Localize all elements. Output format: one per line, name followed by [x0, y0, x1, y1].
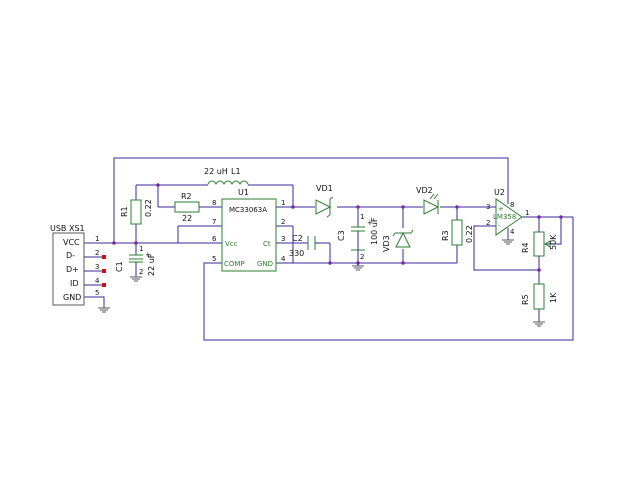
ground-icon [130, 276, 142, 282]
usb-pin-5-number: 5 [95, 289, 99, 297]
usb-pin-dplus-marker [102, 269, 106, 273]
led-vd2: VD2 [416, 186, 440, 215]
r3-value: 0.22 [465, 225, 474, 243]
u1-part: MC33063A [229, 206, 267, 214]
c1-pin2: 2 [139, 268, 143, 276]
u1-vcc-label: Vcc [225, 240, 238, 248]
u2-pin-3: 3 [486, 203, 490, 211]
r5-ref: R5 [521, 294, 530, 305]
resistor-r1: R1 0.22 [120, 199, 153, 225]
junction-dots [112, 183, 563, 272]
ground-icon [502, 239, 514, 245]
r4-value: 50K [549, 234, 558, 250]
u1-pin-1: 1 [281, 199, 285, 207]
u2-pin-8: 8 [510, 201, 514, 209]
usb-pin-id-marker [102, 283, 106, 287]
u1-gnd-label: GND [257, 260, 273, 268]
u2-part: LM358 [493, 213, 516, 221]
resistor-r5: R5 1K [521, 283, 558, 310]
c2-value: 330 [289, 249, 304, 258]
r1-value: 0.22 [144, 199, 153, 217]
r2-value: 22 [182, 214, 192, 223]
usb-pin-gnd-label: GND [63, 293, 81, 302]
u2-minus: - [498, 222, 501, 230]
vd1-ref: VD1 [316, 184, 333, 193]
usb-pin-1-number: 1 [95, 235, 99, 243]
usb-connector: USB XS1 VCC D- D+ ID GND 1 2 3 4 5 [50, 224, 106, 306]
u1-pin-6: 6 [212, 235, 217, 243]
u1-pin-5: 5 [212, 255, 216, 263]
usb-pin-dminus-marker [102, 255, 106, 259]
u1-pin-4: 4 [281, 255, 286, 263]
c1-ref: C1 [115, 261, 124, 272]
usb-pin-id-label: ID [70, 279, 79, 288]
u1-pin-2: 2 [281, 218, 285, 226]
wires [84, 157, 574, 341]
u2-plus: + [498, 205, 504, 213]
u2-ref: U2 [494, 188, 505, 197]
c1-value: 22 uF [147, 253, 156, 276]
usb-pin-dplus-label: D+ [66, 265, 79, 274]
u1-pin-8: 8 [212, 199, 216, 207]
c2-ref: C2 [292, 234, 303, 243]
u2-pin-1: 1 [525, 209, 529, 217]
u2-pin-2: 2 [486, 219, 490, 227]
u1-ref: U1 [238, 188, 249, 197]
usb-pin-dminus-label: D- [66, 251, 75, 260]
c3-pin1: 1 [360, 213, 364, 221]
r3-ref: R3 [441, 230, 450, 241]
opamp-u2: U2 LM358 + - 1 2 3 4 8 [486, 188, 529, 236]
c1-plus: + [145, 251, 151, 259]
ground-icon [352, 263, 364, 271]
usb-pin-4-number: 4 [95, 277, 100, 285]
usb-pin-vcc-label: VCC [63, 238, 80, 247]
inductor-l1: 22 uH L1 [204, 167, 249, 186]
u1-pin-7: 7 [212, 218, 216, 226]
diode-vd1: VD1 [315, 184, 334, 218]
c3-ref: C3 [337, 230, 346, 241]
l1-ref: L1 [231, 167, 241, 176]
diode-vd3: VD3 [382, 229, 414, 252]
capacitor-c2: C2 330 [289, 234, 316, 258]
ground-symbols [98, 239, 545, 327]
u2-pin-4: 4 [510, 228, 515, 236]
usb-pin-2-number: 2 [95, 249, 99, 257]
r4-ref: R4 [521, 242, 530, 253]
r2-ref: R2 [181, 192, 192, 201]
potentiometer-r4: R4 50K [521, 231, 558, 257]
r5-value: 1K [549, 292, 558, 303]
r1-ref: R1 [120, 206, 129, 217]
usb-pin-3-number: 3 [95, 263, 99, 271]
resistor-r2: R2 22 [174, 192, 200, 223]
c3-pin2: 2 [360, 253, 364, 261]
c1-pin1: 1 [139, 245, 143, 253]
vd3-ref: VD3 [382, 235, 391, 252]
vd2-ref: VD2 [416, 186, 433, 195]
resistor-r3: R3 0.22 [441, 219, 474, 246]
usb-ref: USB XS1 [50, 224, 85, 233]
u1-ct-label: Ct [263, 240, 271, 248]
ground-icon [533, 321, 545, 327]
u1-pin-3: 3 [281, 235, 285, 243]
ground-icon [98, 307, 110, 313]
u1-comp-label: COMP [224, 260, 245, 268]
capacitor-c3: 1 + 2 C3 100 uF [337, 213, 379, 261]
c3-plus: + [367, 219, 373, 227]
l1-value: 22 uH [204, 167, 228, 176]
ic-u1: U1 MC33063A Vcc COMP Ct GND 1 2 3 4 5 6 … [212, 188, 286, 272]
capacitor-c1: 1 + 2 C1 22 uF [115, 245, 156, 276]
c3-value: 100 uF [370, 217, 379, 245]
